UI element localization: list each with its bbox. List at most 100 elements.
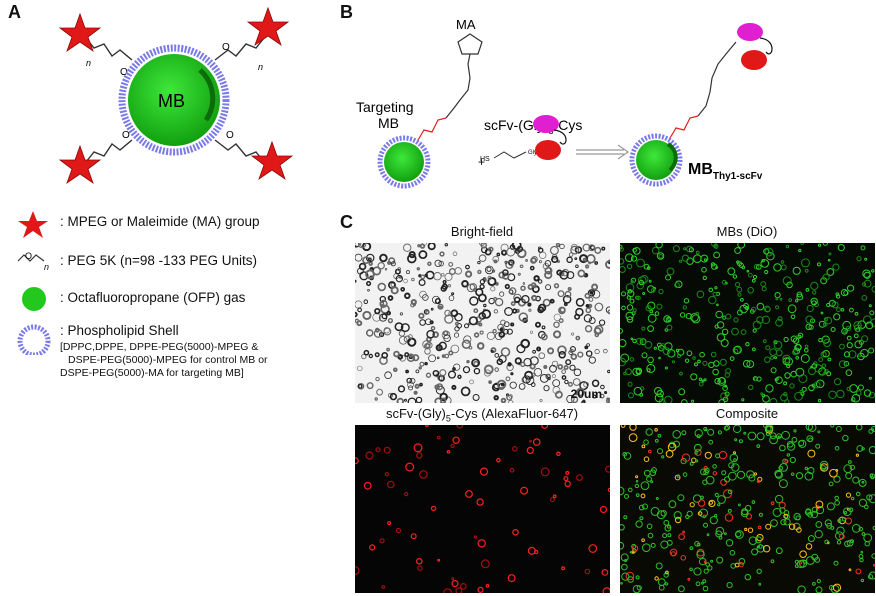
micro-bubble: [810, 281, 819, 291]
micro-bubble: [873, 563, 875, 567]
micro-bubble: [840, 308, 845, 312]
micro-bubble: [775, 318, 784, 327]
micro-bubble: [679, 371, 683, 376]
micro-bubble: [656, 389, 664, 398]
micro-bubble: [427, 261, 432, 267]
micro-bubble: [703, 378, 707, 382]
micro-bubble: [845, 369, 853, 376]
micro-bubble: [363, 481, 372, 490]
micro-bubble: [856, 445, 864, 452]
micro-bubble: [644, 341, 653, 349]
micro-bubble: [524, 370, 534, 380]
micro-bubble: [763, 248, 770, 255]
micro-bubble: [541, 325, 546, 330]
micro-bubble: [698, 377, 703, 382]
micro-bubble: [829, 468, 838, 478]
micro-bubble: [855, 425, 863, 431]
micro-bubble: [443, 588, 453, 593]
micro-bubble: [452, 367, 456, 371]
micro-bubble: [762, 339, 767, 344]
micro-bubble: [639, 516, 644, 521]
micro-bubble: [724, 425, 731, 431]
micro-bubble: [442, 280, 447, 285]
micro-bubble: [741, 508, 749, 516]
micro-bubble: [863, 279, 872, 288]
micro-bubble: [855, 491, 861, 497]
micro-bubble: [717, 430, 723, 435]
micro-bubble: [805, 315, 814, 324]
micro-bubble: [681, 254, 690, 262]
micro-bubble: [773, 340, 783, 350]
micro-bubble: [549, 364, 557, 373]
micro-bubble: [562, 294, 572, 304]
micro-bubble: [827, 258, 831, 262]
micro-bubble: [868, 391, 875, 399]
micro-bubble: [715, 453, 721, 459]
micro-bubble: [368, 257, 372, 262]
micro-bubble: [747, 431, 757, 441]
micro-bubble: [404, 398, 407, 402]
micro-bubble: [707, 565, 713, 571]
micro-bubble: [511, 308, 518, 314]
micro-bubble: [756, 432, 765, 441]
micro-bubble: [647, 356, 654, 364]
micro-bubble: [444, 314, 454, 324]
micro-bubble: [813, 381, 821, 389]
micro-bubble: [793, 512, 801, 521]
micro-bubble: [696, 550, 705, 559]
micro-bubble: [394, 322, 404, 332]
micro-bubble: [849, 307, 854, 313]
micro-bubble: [712, 464, 717, 469]
micro-bubble: [643, 263, 650, 270]
micro-bubble: [828, 390, 837, 400]
micro-bubble: [686, 510, 693, 517]
micro-bubble: [720, 478, 727, 486]
micro-bubble: [454, 313, 463, 322]
micro-bubble: [665, 274, 672, 281]
micro-bubble: [416, 558, 423, 565]
micro-bubble: [387, 521, 392, 526]
micro-bubble: [469, 379, 474, 385]
micro-bubble: [507, 574, 516, 583]
micro-bubble: [627, 381, 633, 387]
micro-bubble: [779, 297, 783, 301]
micro-bubble: [620, 425, 626, 428]
micro-bubble: [368, 353, 373, 359]
micro-bubble: [702, 479, 708, 485]
micro-bubble: [775, 305, 780, 310]
micro-bubble: [846, 386, 851, 392]
micro-bubble: [678, 585, 685, 593]
micro-bubble: [850, 496, 855, 501]
targeting-mb-label: MB: [378, 115, 399, 131]
micro-bubble: [576, 387, 585, 397]
micro-bubble: [395, 527, 402, 534]
svg-text:HS: HS: [480, 156, 490, 163]
micro-bubble: [864, 257, 868, 261]
micro-bubble: [381, 352, 389, 359]
title-mbs-dio: MBs (DiO): [716, 224, 778, 239]
micro-bubble: [836, 526, 845, 535]
micro-bubble: [667, 533, 672, 538]
micro-bubble: [728, 471, 737, 481]
micro-bubble: [450, 443, 455, 449]
micro-bubble: [775, 349, 783, 357]
micro-bubble: [477, 539, 486, 548]
micro-bubble: [793, 429, 797, 433]
micro-bubble: [559, 243, 565, 250]
legend-gas-text: : Octafluoropropane (OFP) gas: [60, 290, 246, 305]
micro-bubble: [858, 526, 864, 532]
micro-bubble: [367, 288, 370, 292]
micro-bubble: [737, 292, 742, 297]
micro-bubble: [817, 430, 821, 434]
micro-bubble: [712, 368, 719, 376]
micro-bubble: [638, 504, 645, 511]
micro-bubble: [724, 513, 734, 522]
micro-bubble: [635, 493, 640, 497]
micro-bubble: [806, 435, 814, 443]
micro-bubble: [721, 328, 729, 336]
micro-bubble: [833, 560, 839, 566]
micro-bubble: [465, 270, 473, 278]
micro-bubble: [415, 396, 423, 403]
micro-bubble: [778, 479, 788, 489]
micro-bubble: [861, 447, 865, 451]
